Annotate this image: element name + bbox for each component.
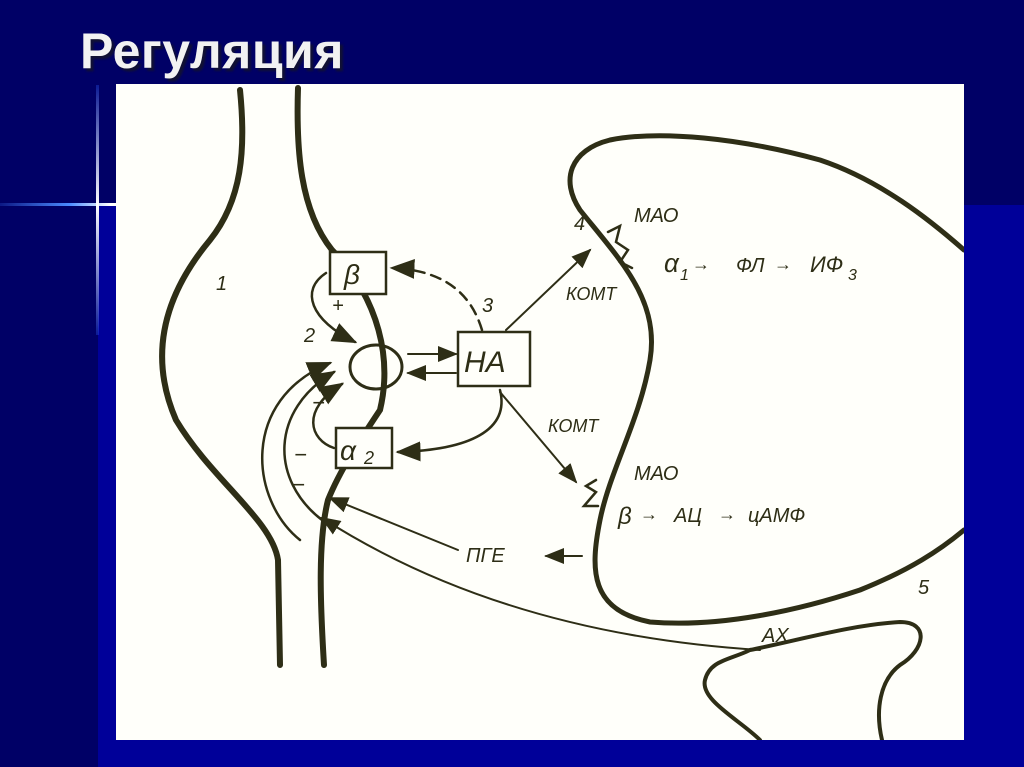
- label-5: 5: [918, 577, 930, 599]
- ac-label: АЦ: [673, 505, 702, 527]
- upper-mao-label: МАО: [634, 205, 678, 227]
- camp-label: цАМФ: [748, 505, 805, 527]
- decorative-glow-vertical: [96, 85, 99, 335]
- plus-sign: +: [332, 295, 344, 317]
- minus-sign-1: −: [312, 390, 325, 415]
- axon-left-wall: [159, 87, 283, 668]
- minus-sign-3: −: [292, 472, 305, 497]
- effector-cell-membrane: [567, 133, 967, 626]
- arrow-alpha1-fl: →: [692, 254, 710, 274]
- upper-comt-label: КОМТ: [566, 284, 618, 304]
- beta-receptor-box: [328, 250, 388, 296]
- alpha1-label: α: [664, 248, 680, 278]
- synapse-diagram: β НА α 2 1 2 3 4 5 + − − − МАО КОМТ α 1 …: [116, 84, 967, 742]
- ach-label: АХ: [761, 625, 789, 647]
- lower-mao-label: МАО: [634, 463, 678, 485]
- label-2: 2: [303, 325, 315, 347]
- lower-comt-label: КОМТ: [548, 416, 600, 436]
- alpha2-receptor-box: [334, 426, 394, 470]
- label-4: 4: [574, 213, 585, 235]
- axon-right-wall: [294, 85, 388, 668]
- label-1: 1: [216, 273, 227, 295]
- alpha2-subscript: 2: [363, 448, 374, 468]
- pge-label: ПГЕ: [466, 545, 505, 567]
- alpha2-label: α: [340, 435, 357, 466]
- alpha1-subscript: 1: [680, 267, 689, 284]
- beta-label: β: [343, 259, 360, 290]
- lower-beta-label: β: [617, 503, 632, 530]
- if-subscript: 3: [848, 267, 857, 284]
- na-label: НА: [464, 346, 506, 379]
- decorative-glow-horizontal: [0, 203, 116, 206]
- arrow-fl-if: →: [774, 254, 792, 274]
- arrow-beta-ac: →: [640, 504, 658, 524]
- if-label: ИФ: [810, 252, 843, 277]
- fl-label: ФЛ: [736, 255, 765, 277]
- lower-cell-membrane: [702, 619, 923, 742]
- label-3: 3: [482, 295, 493, 317]
- left-band: [0, 0, 98, 767]
- slide-title: Регуляция: [80, 23, 344, 79]
- minus-sign-2: −: [294, 442, 307, 467]
- arrow-ac-camp: →: [718, 504, 736, 524]
- vesicle: [348, 343, 404, 391]
- na-box: [456, 330, 532, 388]
